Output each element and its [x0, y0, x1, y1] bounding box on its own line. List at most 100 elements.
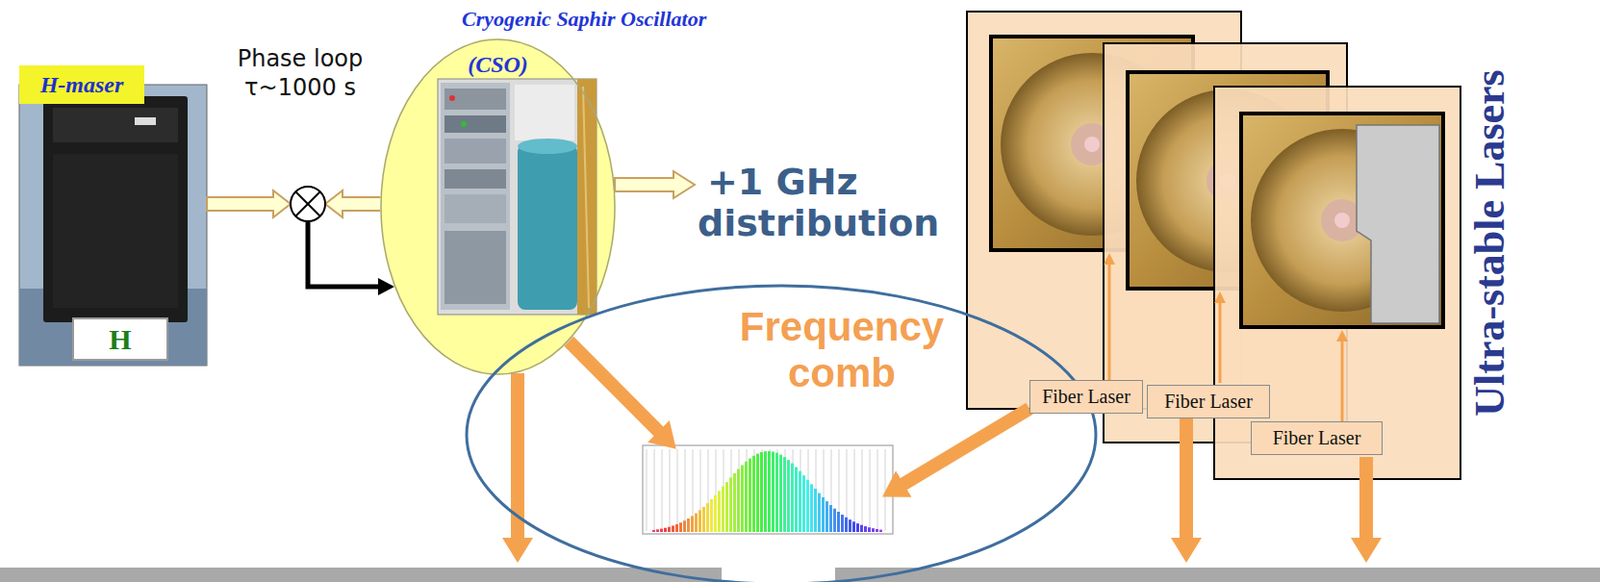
comb-tooth — [756, 454, 760, 533]
comb-tooth — [725, 482, 729, 533]
cavity-spot — [1084, 136, 1100, 153]
device-label: H-maser — [40, 72, 125, 99]
oscillator-abbr: (CSO) — [467, 51, 529, 78]
comb-tooth — [771, 452, 775, 533]
comb-tooth — [760, 452, 763, 533]
bar-gap — [721, 567, 836, 582]
comb-tooth — [702, 507, 706, 533]
comb-tooth — [790, 463, 794, 533]
comb-tooth — [744, 461, 748, 533]
comb-tooth — [698, 509, 702, 533]
comb-tooth — [717, 490, 721, 533]
comb-tooth — [867, 527, 871, 533]
oscillator-photo — [437, 78, 597, 315]
comb-tooth — [690, 515, 694, 533]
comb-tooth — [733, 473, 737, 533]
comb-tooth — [736, 469, 740, 533]
comb-tooth — [862, 449, 864, 532]
bottom-bar — [0, 567, 1600, 582]
comb-tooth — [713, 495, 717, 533]
device-symbol: H — [108, 323, 131, 356]
signal-arrow — [325, 190, 383, 218]
comb-title: Frequency comb — [726, 304, 958, 398]
signal-connector — [903, 408, 1030, 485]
comb-tooth — [775, 453, 779, 533]
comb-tooth — [656, 529, 660, 533]
comb-tooth — [667, 527, 671, 533]
maser-panel — [52, 107, 178, 143]
rack-unit — [444, 115, 507, 133]
comb-tooth — [871, 528, 875, 533]
laser-name: Fiber Laser — [1164, 390, 1253, 413]
rack-unit — [444, 169, 507, 189]
foil — [577, 78, 597, 315]
symbol-box: H — [72, 317, 169, 361]
feed-arrow — [1108, 263, 1112, 381]
comb-tooth — [844, 517, 848, 533]
output-arrow — [1179, 418, 1194, 539]
ellipse-outline — [466, 285, 1096, 582]
rack-unit — [444, 138, 507, 164]
comb-tooth — [863, 526, 867, 533]
maser-cabinet — [43, 96, 188, 323]
comb-tooth — [721, 486, 725, 533]
comb-tooth — [685, 449, 686, 532]
comb-tooth — [661, 449, 663, 532]
comb-tooth — [833, 508, 837, 533]
comb-tooth — [813, 488, 817, 533]
comb-tooth — [752, 456, 756, 533]
feed-arrow — [1341, 340, 1345, 422]
oscillator-ellipse-outline — [380, 38, 616, 376]
comb-tooth — [840, 514, 844, 533]
laser-panel — [1214, 86, 1461, 480]
cavity-spot — [1334, 212, 1350, 229]
comb-tooth — [869, 449, 871, 532]
signal-connector — [568, 341, 660, 432]
ellipse-outline — [380, 39, 615, 375]
comb-tooth — [669, 449, 671, 532]
mixer-cross — [295, 191, 321, 217]
rack-unit — [444, 194, 507, 224]
laser-box: Fiber Laser — [1146, 384, 1270, 419]
foil-streak — [583, 86, 589, 308]
comb-tooth — [729, 477, 733, 533]
mixer-cross — [295, 191, 321, 217]
mixer-symbol — [290, 186, 326, 222]
comb-tooth — [798, 471, 802, 533]
comb-tooth — [802, 475, 806, 533]
comb-tooth — [794, 467, 798, 533]
comb-tooth — [852, 521, 856, 533]
comb-tooth — [783, 457, 787, 533]
comb-tooth — [877, 449, 879, 532]
group-label: Ultra-stable Lasers — [1464, 69, 1514, 417]
comb-tooth — [829, 505, 833, 533]
comb-tooth — [854, 449, 856, 532]
cryostat-lid — [517, 138, 578, 154]
label-box: H-maser — [19, 65, 145, 104]
comb-tooth — [660, 529, 663, 533]
comb-ellipse: Frequency comb — [464, 284, 1098, 582]
comb-tooth — [675, 524, 679, 533]
comb-tooth — [748, 458, 752, 533]
comb-spectrum — [642, 445, 893, 534]
comb-tooth — [806, 480, 810, 533]
cryostat — [517, 144, 578, 310]
electronics-rack — [440, 82, 510, 310]
cryostat-top — [514, 84, 575, 141]
comb-tooth — [860, 525, 864, 533]
comb-tooth — [821, 497, 825, 533]
comb-tooth — [779, 455, 783, 533]
comb-tooth — [706, 503, 710, 533]
comb-tooth — [875, 529, 879, 533]
laser-name: Fiber Laser — [1272, 427, 1362, 450]
comb-tooth — [879, 530, 883, 533]
laser-name: Fiber Laser — [1041, 385, 1131, 408]
comb-tooth — [848, 519, 852, 533]
rack-lamp — [460, 121, 467, 127]
comb-tooth — [654, 449, 656, 532]
feed-arrow — [1219, 302, 1222, 383]
rack-unit — [444, 230, 507, 305]
